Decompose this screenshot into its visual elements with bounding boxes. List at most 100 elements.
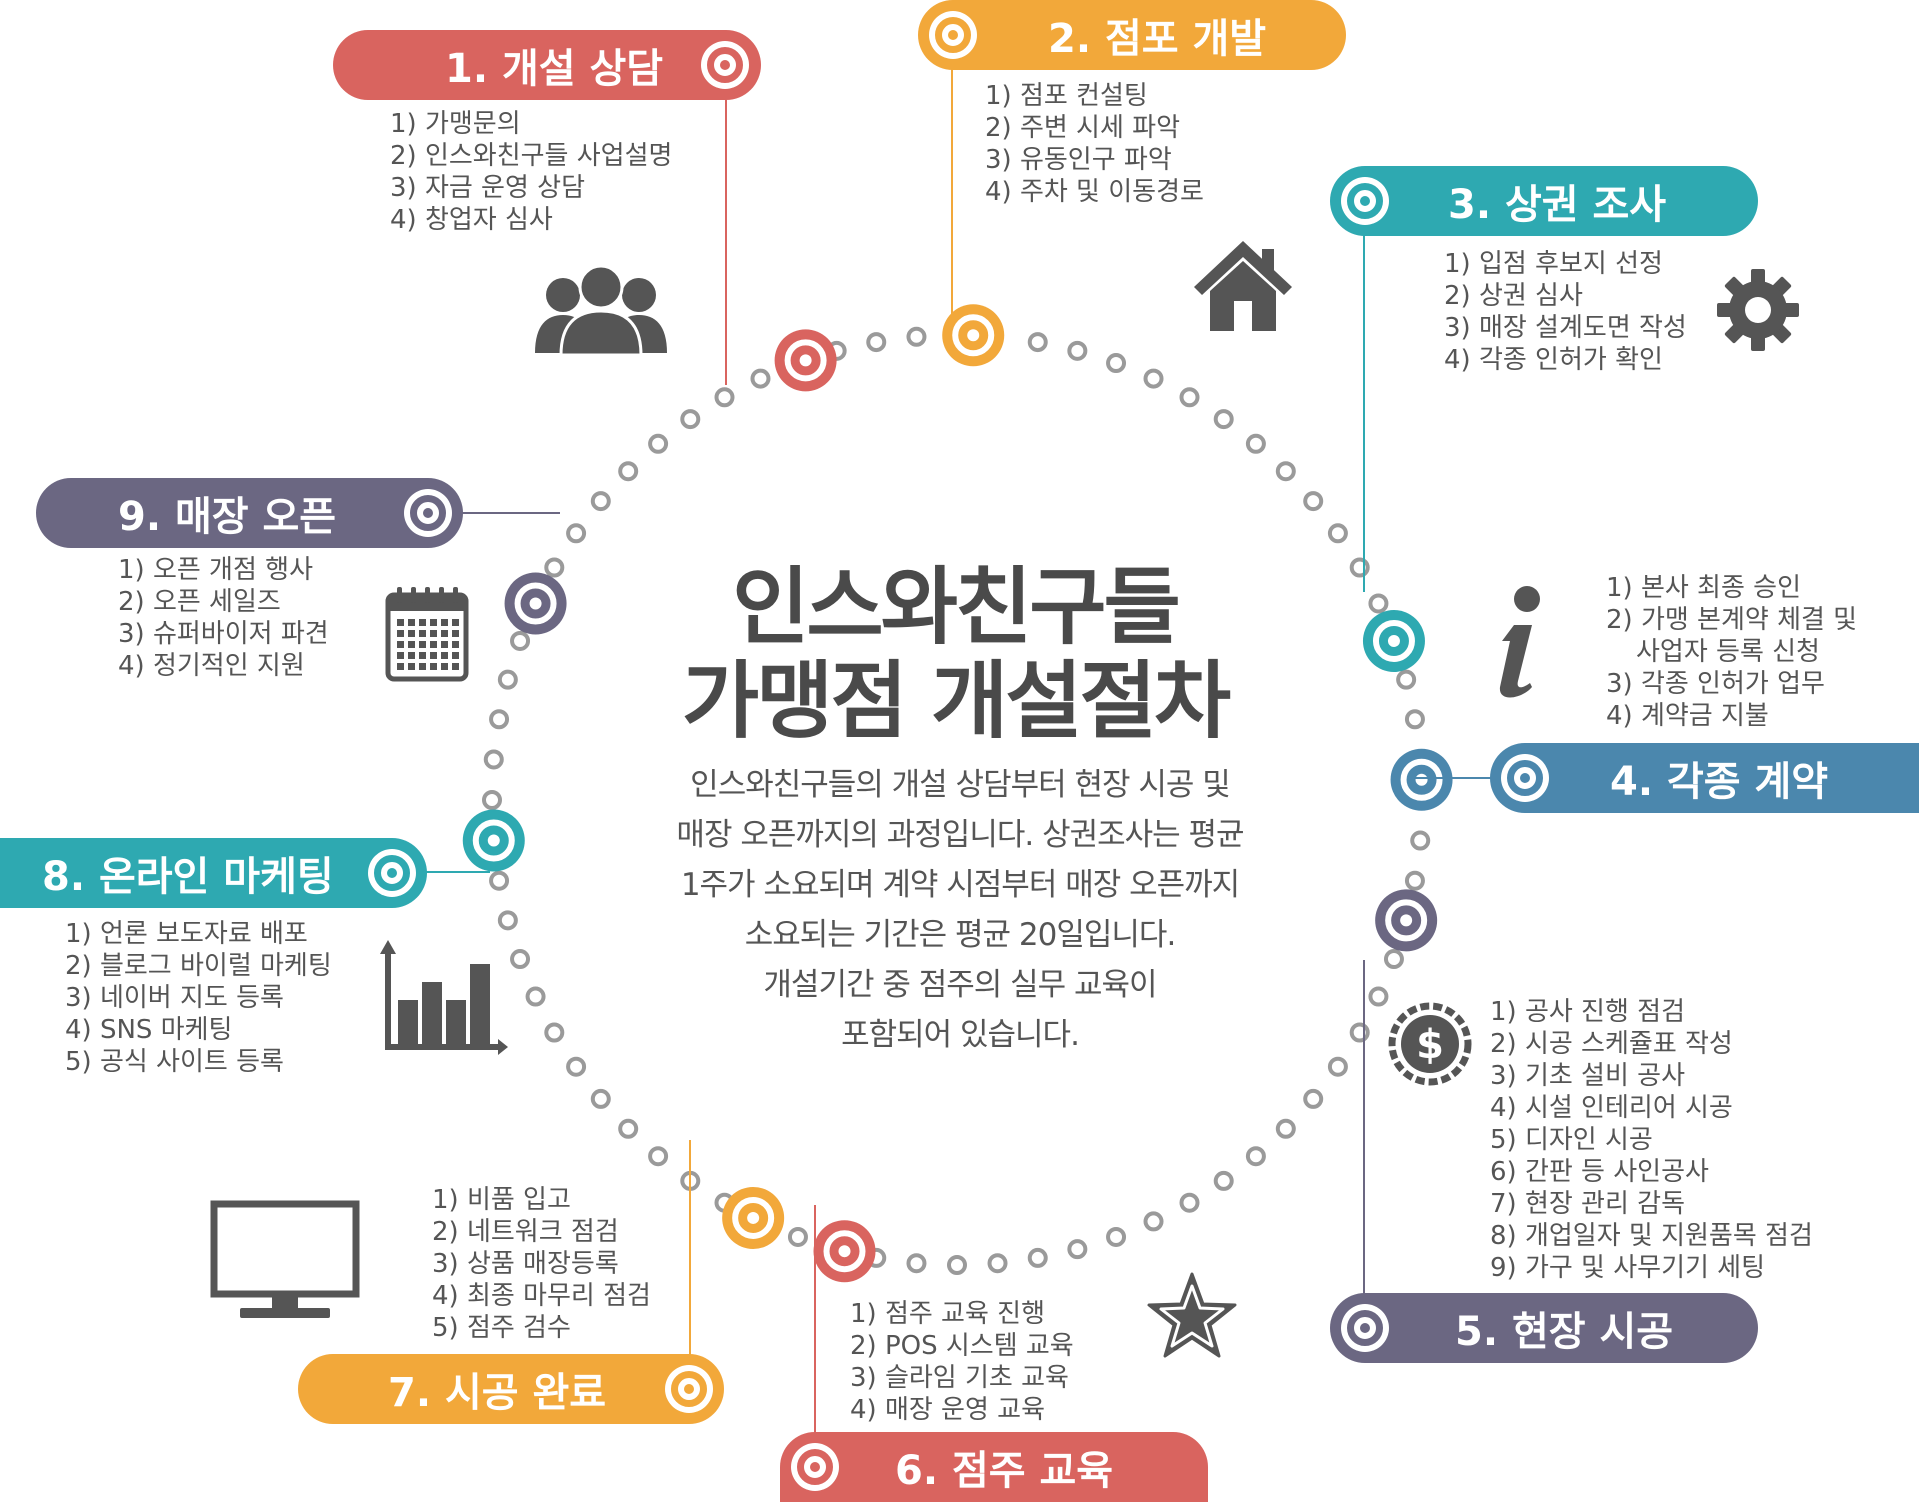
ring-dot <box>648 433 669 454</box>
ring-dot <box>590 1088 611 1109</box>
step-6-list: 1) 점주 교육 진행 2) POS 시스템 교육 3) 슬라임 기초 교육 4… <box>850 1298 1074 1426</box>
step-4-item: 2) 가맹 본계약 체결 및 <box>1606 605 1858 635</box>
step-9-item: 2) 오픈 세일즈 <box>118 587 281 617</box>
step-7-title: 7. 시공 완료 <box>388 1370 607 1416</box>
step-node-4 <box>1390 748 1453 811</box>
step-6-pill: 6. 점주 교육 <box>780 1432 1208 1502</box>
ring-dot <box>1396 669 1417 690</box>
step-6-item: 2) POS 시스템 교육 <box>850 1331 1074 1361</box>
ring-dot <box>1106 1226 1127 1247</box>
ring-dot <box>1067 1239 1088 1260</box>
dollar-icon: $ <box>1388 1002 1472 1086</box>
ring-dot <box>1245 1146 1266 1167</box>
ring-dot <box>1275 461 1296 482</box>
ring-dot <box>750 368 771 389</box>
ring-dot <box>1327 1056 1348 1077</box>
people-icon <box>535 265 667 355</box>
step-8-pill: 8. 온라인 마케팅 <box>0 838 427 908</box>
ring-dot <box>1067 340 1088 361</box>
description-line: 인스와친구들의 개설 상담부터 현장 시공 및 <box>690 767 1231 803</box>
ring-dot <box>1213 1170 1234 1191</box>
step-8-item: 2) 블로그 바이럴 마케팅 <box>65 951 332 981</box>
step-1-pill: 1. 개설 상담 <box>333 30 761 100</box>
ring-dot <box>482 790 502 810</box>
step-1-item: 1) 가맹문의 <box>390 109 521 139</box>
ring-dot <box>618 461 639 482</box>
step-1-list: 1) 가맹문의 2) 인스와친구들 사업설명 3) 자금 운영 상담 4) 창업… <box>390 108 672 236</box>
ring-dot <box>497 669 518 690</box>
step-8-target-icon <box>368 849 416 897</box>
step-2-target-icon <box>929 11 977 59</box>
step-node-6 <box>813 1220 876 1283</box>
step-5-item: 2) 시공 스케쥴표 작성 <box>1490 1029 1733 1059</box>
monitor-icon <box>210 1200 360 1318</box>
step-6-item: 4) 매장 운영 교육 <box>850 1395 1045 1425</box>
step-9-list: 1) 오픈 개점 행사 2) 오픈 세일즈 3) 슈퍼바이저 파견 4) 정기적… <box>118 554 329 682</box>
step-2-item: 4) 주차 및 이동경로 <box>985 177 1204 207</box>
step-5-item: 1) 공사 진행 점검 <box>1490 997 1685 1027</box>
ring-dot <box>1404 709 1425 730</box>
step-7-item: 4) 최종 마무리 점검 <box>432 1281 651 1311</box>
step-node-3 <box>1362 609 1425 672</box>
ring-dot <box>1245 433 1266 454</box>
step-8-item: 3) 네이버 지도 등록 <box>65 983 284 1013</box>
ring-dot <box>497 910 518 931</box>
ring-dot <box>489 870 510 891</box>
ring-dot <box>566 523 587 544</box>
step-4-item: 4) 계약금 지불 <box>1606 701 1769 731</box>
description-line: 1주가 소요되며 계약 시점부터 매장 오픈까지 <box>680 867 1240 903</box>
step-8-item: 5) 공식 사이트 등록 <box>65 1047 284 1077</box>
step-4-title: 4. 각종 계약 <box>1610 759 1829 805</box>
step-2-title: 2. 점포 개발 <box>1048 16 1267 62</box>
step-1-target-icon <box>701 41 749 89</box>
step-7-list: 1) 비품 입고 2) 네트워크 점검 3) 상품 매장등록 4) 최종 마무리… <box>432 1184 651 1344</box>
step-9-item: 1) 오픈 개점 행사 <box>118 555 313 585</box>
step-9-title: 9. 매장 오픈 <box>118 494 337 540</box>
step-6-title: 6. 점주 교육 <box>895 1448 1114 1494</box>
ring-dot <box>1368 986 1389 1007</box>
step-2-item: 3) 유동인구 파악 <box>985 145 1172 175</box>
ring-dot <box>544 1022 565 1043</box>
step-3-item: 2) 상권 심사 <box>1444 281 1583 311</box>
step-5-target-icon <box>1341 1304 1389 1352</box>
ring-dot <box>1106 353 1127 374</box>
ring-dot <box>1213 409 1234 430</box>
step-7-item: 2) 네트워크 점검 <box>432 1217 619 1247</box>
calendar-icon <box>385 587 469 682</box>
step-5-pill: 5. 현장 시공 <box>1330 1293 1758 1363</box>
step-3-item: 3) 매장 설계도면 작성 <box>1444 313 1687 343</box>
step-7-item: 5) 점주 검수 <box>432 1313 571 1343</box>
ring-dot <box>618 1118 639 1139</box>
step-3-target-icon <box>1341 177 1389 225</box>
step-5-item: 7) 현장 관리 감독 <box>1490 1189 1685 1219</box>
step-4-item: 사업자 등록 신청 <box>1636 637 1820 667</box>
ring-dot <box>714 387 735 408</box>
step-3-title: 3. 상권 조사 <box>1448 182 1667 228</box>
step-node-2 <box>942 304 1005 367</box>
step-8-list: 1) 언론 보도자료 배포 2) 블로그 바이럴 마케팅 3) 네이버 지도 등… <box>65 918 332 1078</box>
ring-dot <box>510 949 531 970</box>
step-3-list: 1) 입점 후보지 선정 2) 상권 심사 3) 매장 설계도면 작성 4) 각… <box>1444 248 1687 376</box>
step-5-item: 3) 기초 설비 공사 <box>1490 1061 1685 1091</box>
step-1-item: 2) 인스와친구들 사업설명 <box>390 141 673 171</box>
step-5-item: 4) 시설 인테리어 시공 <box>1490 1093 1733 1123</box>
ring-dot <box>1143 1211 1164 1232</box>
ring-dot <box>566 1056 587 1077</box>
ring-dot <box>1383 949 1404 970</box>
step-2-item: 2) 주변 시세 파악 <box>985 113 1180 143</box>
step-9-item: 4) 정기적인 지원 <box>118 651 305 681</box>
step-8-item: 1) 언론 보도자료 배포 <box>65 919 308 949</box>
ring-dot <box>648 1146 669 1167</box>
ring-dot <box>1410 830 1431 851</box>
ring-dot <box>987 1253 1008 1274</box>
step-4-item: 1) 본사 최종 승인 <box>1606 573 1801 603</box>
ring-dot <box>1179 387 1200 408</box>
ring-dot <box>1179 1192 1200 1213</box>
ring-dot <box>1143 368 1164 389</box>
ring-dot <box>1027 1247 1048 1268</box>
step-5-item: 5) 디자인 시공 <box>1490 1125 1653 1155</box>
step-5-list: 1) 공사 진행 점검 2) 시공 스케쥴표 작성 3) 기초 설비 공사 4)… <box>1490 996 1813 1284</box>
ring-dot <box>590 491 611 512</box>
